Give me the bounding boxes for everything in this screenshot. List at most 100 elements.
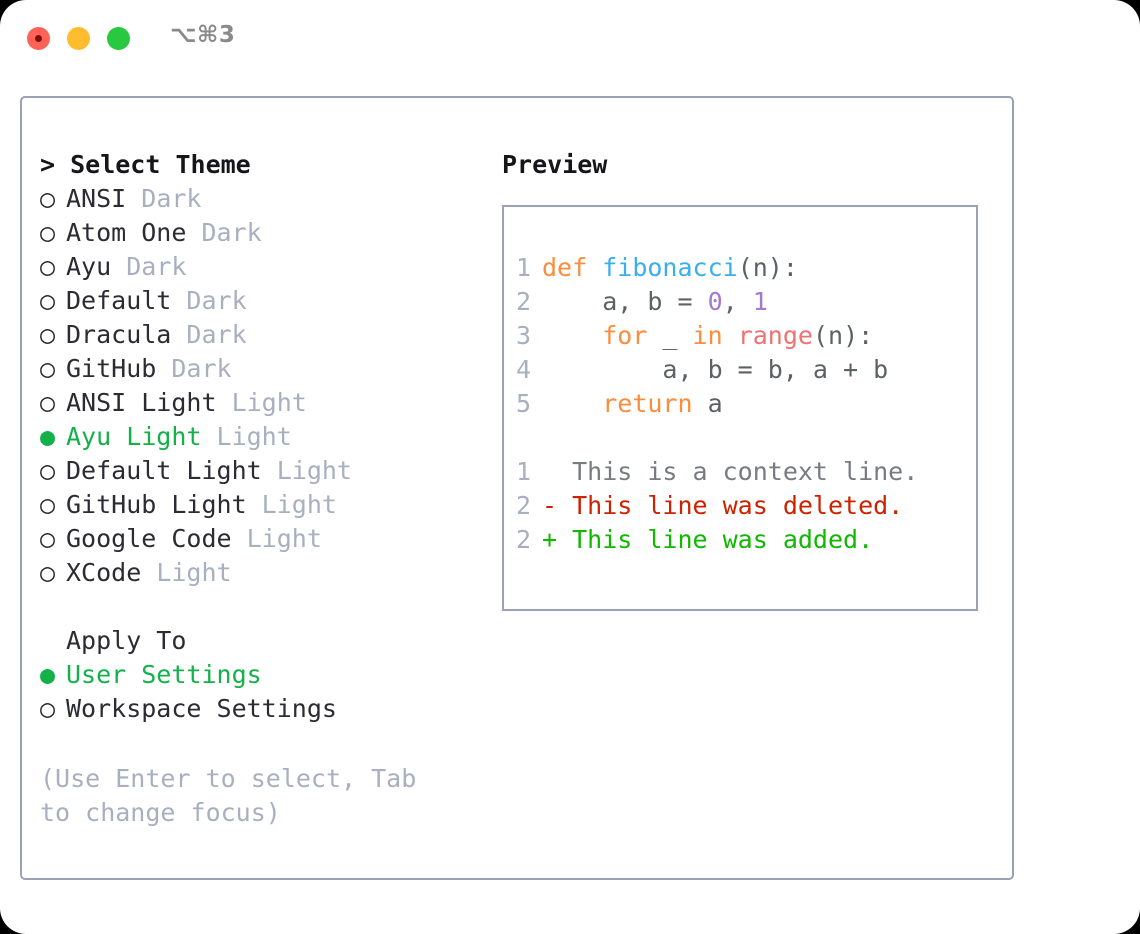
select-theme-heading: > Select Theme [40, 150, 251, 179]
apply-to-option-workspace-settings[interactable]: ○ Workspace Settings [40, 692, 480, 726]
line-number: 2 [516, 491, 532, 520]
apply-to-option-label: User Settings [66, 660, 262, 689]
theme-variant-label: Dark [186, 320, 247, 349]
token-number: 1 [752, 287, 768, 316]
radio-unselected-icon: ○ [40, 252, 56, 281]
theme-variant-label: Dark [171, 354, 232, 383]
line-number: 4 [516, 355, 532, 384]
theme-picker-panel: > Select Theme ○ANSI Dark○Atom One Dark○… [20, 96, 1014, 880]
radio-selected-icon: ● [40, 422, 56, 451]
theme-option-label: GitHub Light [66, 490, 262, 519]
theme-option-ayu[interactable]: ○ Ayu Dark [40, 250, 480, 284]
diff-deleted-text: - This line was deleted. [542, 491, 904, 520]
token-func: fibonacci [602, 253, 738, 282]
line-number: 1 [516, 253, 532, 282]
keyboard-shortcut-label: ⌥⌘3 [170, 22, 236, 48]
token-plain: a, b = [542, 287, 708, 316]
theme-option-label: Google Code [66, 524, 247, 553]
theme-variant-label: Dark [141, 184, 202, 213]
token-plain: a, b = b, a + b [542, 355, 889, 384]
code-line: 1 def fibonacci(n): [516, 251, 970, 285]
window-titlebar: ⌥⌘3 [0, 0, 1140, 78]
diff-line: 1 This is a context line. [516, 455, 970, 489]
theme-option-default[interactable]: ○ Default Dark [40, 284, 480, 318]
theme-variant-label: Light [246, 524, 322, 553]
theme-option-ayu-light[interactable]: ● Ayu Light Light [40, 420, 480, 454]
apply-to-section: Apply To ● User Settings ○ Workspace Settin… [40, 624, 480, 726]
theme-option-label: ANSI [66, 184, 142, 213]
theme-option-github[interactable]: ○ GitHub Dark [40, 352, 480, 386]
code-line: 5 return a [516, 387, 970, 421]
token-keyword: def [542, 253, 603, 282]
token-number: 0 [707, 287, 723, 316]
theme-variant-label: Dark [201, 218, 262, 247]
token-plain [542, 321, 602, 350]
theme-option-ansi[interactable]: ○ ANSI Dark [40, 182, 480, 216]
theme-variant-label: Light [261, 490, 337, 519]
token-keyword: return [602, 389, 693, 418]
code-line: 3 for _ in range(n): [516, 319, 970, 353]
radio-unselected-icon: ○ [40, 558, 56, 587]
token-plain: _ [647, 321, 693, 350]
radio-unselected-icon: ○ [40, 184, 56, 213]
apply-to-option-list[interactable]: ● User Settings ○ Workspace Settings [40, 658, 480, 726]
apply-to-heading: Apply To [66, 626, 187, 655]
theme-option-label: Ayu Light [66, 422, 217, 451]
theme-option-xcode[interactable]: ○XCode Light [40, 556, 480, 590]
token-keyword: for [602, 321, 648, 350]
code-line: 4 a, b = b, a + b [516, 353, 970, 387]
theme-option-default-light[interactable]: ○Default Light Light [40, 454, 480, 488]
token-plain: (n): [737, 253, 798, 282]
minimize-window-button[interactable] [67, 27, 90, 50]
radio-unselected-icon: ○ [40, 354, 56, 383]
theme-variant-label: Light [156, 558, 232, 587]
diff-context-text: This is a context line. [542, 457, 919, 486]
line-number: 2 [516, 287, 532, 316]
theme-option-atom-one[interactable]: ○Atom One Dark [40, 216, 480, 250]
theme-variant-label: Light [231, 388, 307, 417]
theme-variant-label: Dark [126, 252, 187, 281]
line-number: 2 [516, 525, 532, 554]
token-builtin: range [737, 321, 813, 350]
radio-unselected-icon: ○ [40, 524, 56, 553]
theme-option-label: GitHub [66, 354, 172, 383]
diff-line: 2 - This line was deleted. [516, 489, 970, 523]
radio-unselected-icon: ○ [40, 286, 56, 315]
theme-option-label: Default Light [66, 456, 277, 485]
theme-variant-label: Light [216, 422, 292, 451]
radio-unselected-icon: ○ [40, 388, 56, 417]
theme-option-dracula[interactable]: ○Dracula Dark [40, 318, 480, 352]
theme-option-label: Ayu [66, 252, 127, 281]
token-plain: (n): [812, 321, 874, 350]
theme-option-google-code[interactable]: ○ Google Code Light [40, 522, 480, 556]
theme-variant-label: Light [276, 456, 352, 485]
apply-to-option-user-settings[interactable]: ● User Settings [40, 658, 480, 692]
theme-option-github-light[interactable]: ○GitHub Light Light [40, 488, 480, 522]
line-number: 3 [516, 321, 532, 350]
theme-option-label: Default [66, 286, 187, 315]
close-window-button[interactable] [27, 27, 50, 50]
token-plain: , [722, 287, 753, 316]
maximize-window-button[interactable] [107, 27, 130, 50]
radio-selected-icon: ● [40, 660, 56, 689]
theme-variant-label: Dark [186, 286, 247, 315]
theme-option-list[interactable]: ○ANSI Dark○Atom One Dark○Ayu Dark○Defaul… [40, 182, 480, 590]
theme-selection-column: > Select Theme ○ANSI Dark○Atom One Dark○… [40, 148, 480, 830]
radio-unselected-icon: ○ [40, 218, 56, 247]
radio-unselected-icon: ○ [40, 320, 56, 349]
apply-to-option-label: Workspace Settings [66, 694, 337, 723]
preview-heading: Preview [502, 150, 608, 179]
theme-option-label: ANSI Light [66, 388, 232, 417]
line-number: 5 [516, 389, 532, 418]
radio-unselected-icon: ○ [40, 694, 56, 723]
token-plain [723, 321, 738, 350]
token-plain [542, 389, 602, 418]
line-number: 1 [516, 457, 532, 486]
token-plain: a [692, 389, 723, 418]
code-line: 2 a, b = 0, 1 [516, 285, 970, 319]
theme-option-ansi-light[interactable]: ○ ANSI Light Light [40, 386, 480, 420]
